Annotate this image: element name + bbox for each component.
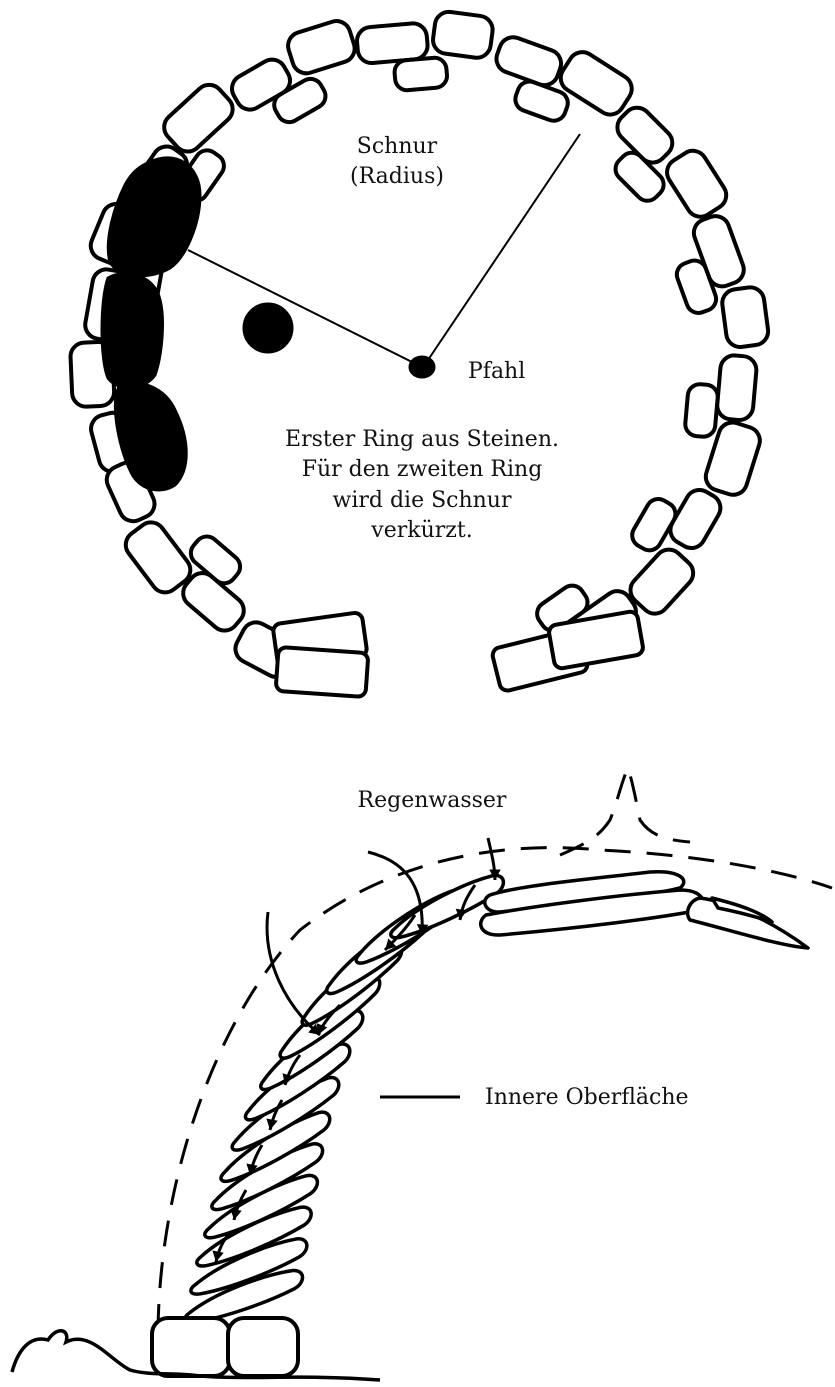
caption-line-4: verkürzt. <box>370 518 472 543</box>
ring-stone <box>684 383 718 437</box>
ring-stone <box>721 286 770 349</box>
label-inner-surface: Innere Oberfläche <box>485 1085 689 1110</box>
ring-stones <box>70 10 770 697</box>
tip-slab <box>688 898 808 948</box>
marker-dot <box>244 304 292 352</box>
label-string: Schnur <box>357 134 438 159</box>
dashed-peak <box>560 768 690 855</box>
caption-line-1: Erster Ring aus Steinen. <box>285 427 559 452</box>
caption-line-3: wird die Schnur <box>332 488 511 513</box>
stone-ring-figure: Schnur (Radius) Pfahl Erster Ring aus St… <box>70 10 770 697</box>
stake-dot <box>410 357 434 377</box>
string-line-right <box>428 134 580 360</box>
label-stake: Pfahl <box>468 359 525 384</box>
ring-stone <box>662 145 732 222</box>
dark-stone <box>102 274 162 388</box>
dark-stone <box>108 158 200 276</box>
ring-stone <box>716 354 757 421</box>
ring-stone <box>628 495 680 555</box>
label-rainwater: Regenwasser <box>358 788 507 813</box>
base-stone <box>152 1318 230 1376</box>
ring-stone <box>394 57 448 91</box>
base-stone <box>228 1318 298 1376</box>
ring-stone <box>431 10 494 59</box>
wall-slabs <box>180 873 510 1324</box>
gap-end-stone <box>276 647 369 697</box>
wall-section-figure: Regenwasser Innere Oberfläche <box>12 768 832 1380</box>
label-string-radius: (Radius) <box>350 164 444 189</box>
ring-stone <box>285 18 359 77</box>
caption-line-2: Für den zweiten Ring <box>302 457 543 482</box>
string-line-left <box>188 250 416 364</box>
